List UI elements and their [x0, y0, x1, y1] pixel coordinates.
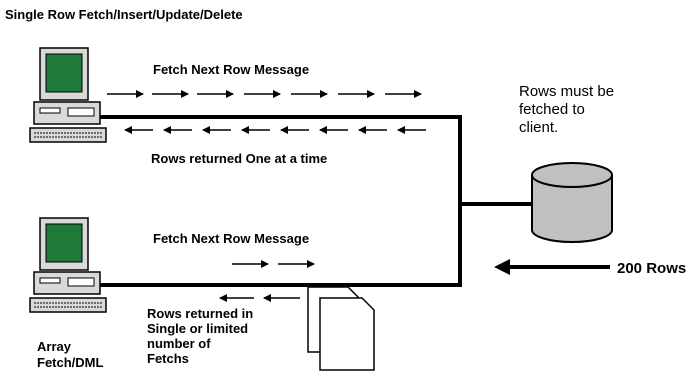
server-note: Rows must be fetched to client. [519, 83, 615, 136]
fetch-request-label-bottom: Fetch Next Row Message [153, 231, 310, 246]
computer-icon [29, 47, 107, 143]
diagram-title: Single Row Fetch/Insert/Update/Delete [5, 7, 243, 22]
transfer-arrow [494, 259, 610, 275]
row-return-label-top: Rows returned One at a time [151, 151, 328, 166]
array-fetch-label: Array Fetch/DML [37, 339, 104, 370]
row-return-label-bottom: Rows returned in Single or limited numbe… [147, 306, 254, 366]
computer-icon [29, 217, 107, 313]
rows-count-label: 200 Rows [617, 260, 687, 277]
database-cylinder-icon [531, 162, 613, 243]
fetch-request-label-top: Fetch Next Row Message [153, 62, 310, 77]
network-lines [100, 115, 532, 287]
document-pages-icon [307, 286, 375, 371]
